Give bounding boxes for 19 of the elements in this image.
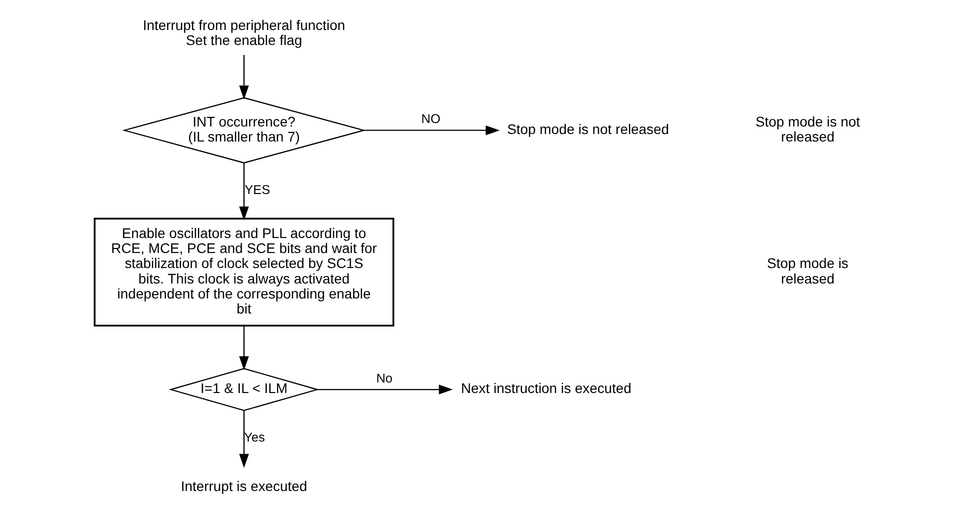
edge-label: No bbox=[376, 370, 392, 386]
node-text: Interrupt is executed bbox=[180, 478, 307, 494]
arrow bbox=[317, 384, 452, 394]
arrow bbox=[238, 410, 248, 468]
edge-label: YES bbox=[244, 182, 270, 198]
arrow bbox=[363, 125, 500, 136]
arrow bbox=[238, 163, 248, 220]
label: Stop mode is released bbox=[766, 255, 848, 286]
node-diamond: I=1 & IL < ILM bbox=[168, 368, 319, 412]
node-text: Interrupt from peripheral function Set the enable flag bbox=[142, 16, 345, 48]
node-box: Enable oscillators and PLL according to RCE, MCE, PCE and SCE bits and wait for stabilization of clock selected by SC1S bits. This clock is always activated independent of the corresponding enable bit bbox=[93, 218, 394, 326]
node-text: Stop mode is not released bbox=[506, 120, 669, 137]
edge-label: NO bbox=[420, 111, 440, 126]
node-text: Next instruction is executed bbox=[460, 380, 631, 396]
edge-label: Yes bbox=[244, 430, 264, 445]
arrow bbox=[238, 326, 248, 370]
arrow bbox=[238, 54, 248, 100]
node-diamond: INT occurrence? (IL smaller than 7) bbox=[122, 97, 366, 164]
label: Stop mode is not released bbox=[754, 113, 860, 144]
